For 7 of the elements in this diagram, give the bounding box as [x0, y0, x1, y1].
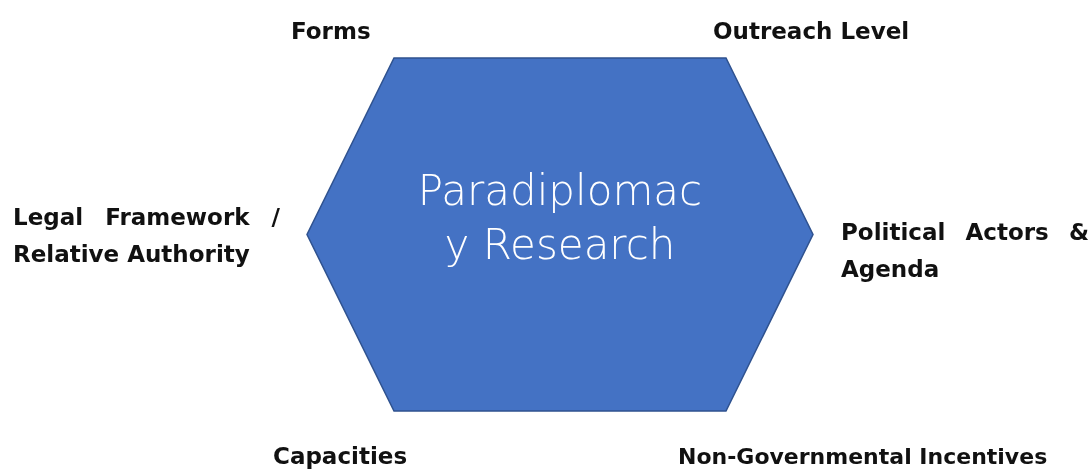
category-label: Forms [291, 17, 372, 46]
hexagon-title: Paradiplomac y Research [416, 165, 704, 271]
category-label: Non-Governmental Incentives [678, 443, 1049, 470]
category-label: Capacities [273, 442, 409, 470]
category-label: Legal Framework / Relative Authority [13, 203, 280, 269]
category-label: Outreach Level [713, 17, 911, 46]
category-label: Political Actors & Agenda [841, 218, 1089, 284]
